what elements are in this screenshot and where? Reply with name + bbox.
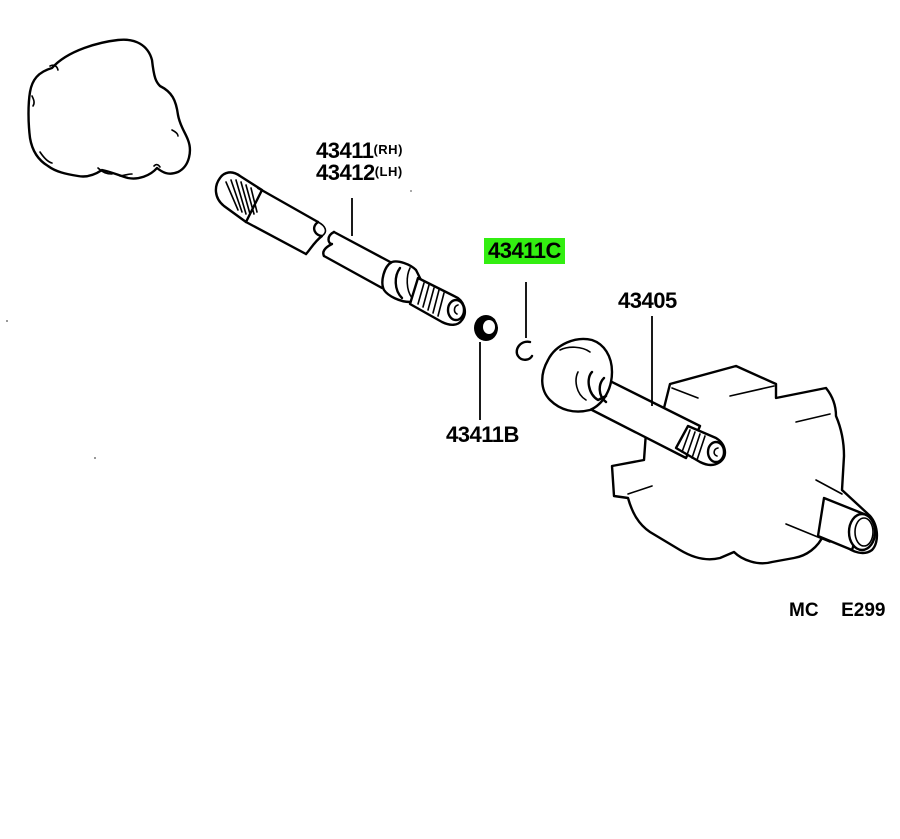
label-43405[interactable]: 43405 (618, 290, 677, 312)
circlip-43411C[interactable] (515, 340, 534, 361)
side-suffix: (LH) (374, 164, 403, 179)
label-43411C-highlighted[interactable]: 43411C (484, 238, 565, 264)
part-number: 43412 (316, 160, 375, 185)
speck (410, 190, 412, 192)
part-number: 43411C (488, 238, 561, 263)
part-number: 43411B (446, 422, 519, 447)
figure-code-number: E299 (841, 600, 886, 621)
side-suffix: (RH) (373, 142, 403, 157)
figure-code: MC E299 (789, 601, 886, 620)
speck (94, 457, 96, 459)
label-43411B[interactable]: 43411B (446, 424, 519, 446)
speck (6, 320, 8, 322)
label-43411-rh[interactable]: 43411(RH) (316, 140, 403, 162)
figure-code-prefix: MC (789, 600, 819, 621)
phantom-component-outline (27, 38, 192, 180)
inboard-joint-shaft-43405[interactable] (541, 337, 727, 467)
label-43412-lh[interactable]: 43412(LH) (316, 162, 403, 184)
part-number: 43405 (618, 288, 677, 313)
snap-ring-43411B[interactable] (474, 315, 500, 341)
intermediate-shaft[interactable] (214, 171, 466, 326)
part-number: 43411 (316, 138, 374, 163)
